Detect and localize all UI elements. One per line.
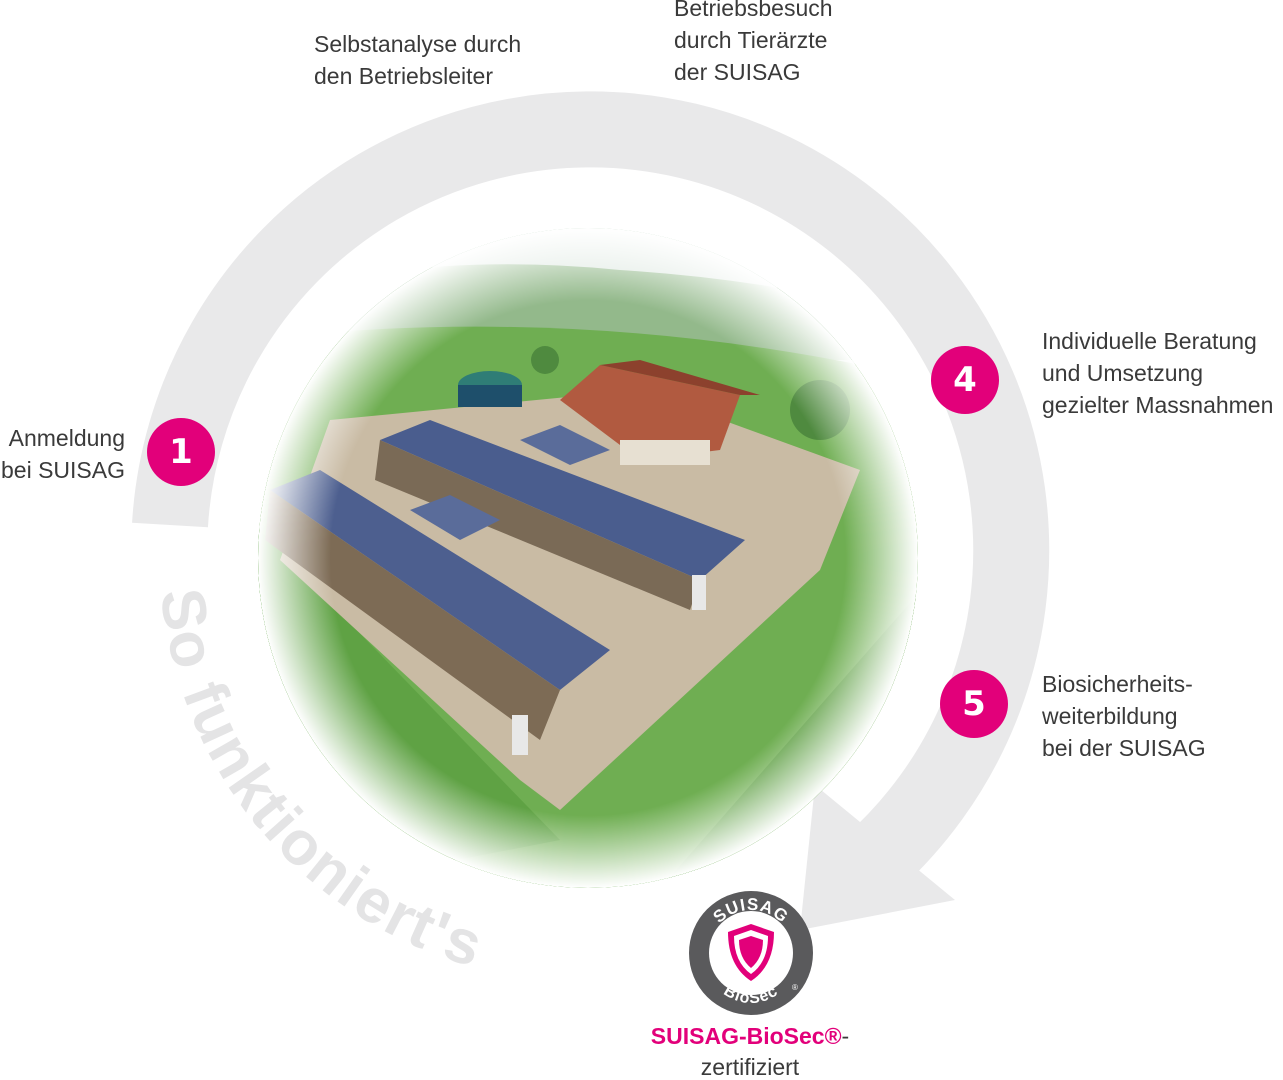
- biosec-seal: SUISAG BioSec ®: [689, 891, 813, 1015]
- cycle-arc: [132, 91, 1050, 894]
- certification-brand: SUISAG-BioSec®: [650, 1023, 842, 1049]
- farm-photo: [258, 228, 918, 888]
- step-3-text: Betriebsbesuch durch Tierärzte der SUISA…: [674, 0, 833, 85]
- step-1-text: Anmeldung bei SUISAG: [1, 425, 125, 483]
- step-2-text: Selbstanalyse durch den Betriebsleiter: [314, 31, 522, 89]
- step-1-badge: 1: [147, 418, 215, 486]
- certification-status: zertifiziert: [700, 1054, 800, 1080]
- step-4-badge: 4: [931, 346, 999, 414]
- step-4-text: Individuelle Beratung und Umsetzung gezi…: [1042, 328, 1274, 418]
- certification-label: SUISAG-BioSec®-: [600, 1020, 900, 1052]
- step-5-text: Biosicherheits- weiterbildung bei der SU…: [1042, 671, 1206, 761]
- certification-suffix: -: [841, 1023, 850, 1049]
- step-5-badge: 5: [940, 670, 1008, 738]
- svg-text:®: ®: [792, 983, 798, 992]
- cycle-arrowhead: [800, 785, 955, 930]
